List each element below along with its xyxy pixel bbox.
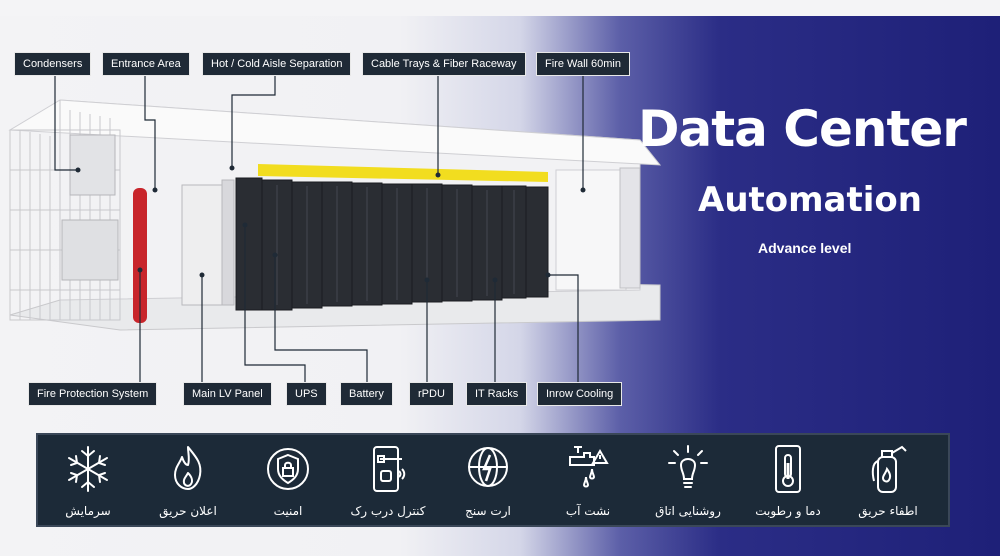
feature-earth-tester: ارت سنج	[438, 435, 538, 529]
label-cable-trays: Cable Trays & Fiber Raceway	[362, 52, 526, 76]
fire-alarm-icon	[174, 446, 202, 490]
feature-label-earth-tester: ارت سنج	[465, 504, 511, 518]
feature-security: امنیت	[238, 435, 338, 529]
hero-subtitle: Automation	[698, 180, 922, 220]
label-rpdu: rPDU	[409, 382, 454, 406]
label-entrance-area: Entrance Area	[102, 52, 190, 76]
hero-level: Advance level	[758, 240, 852, 256]
label-ups: UPS	[286, 382, 327, 406]
feature-temp-humidity: دما و رطوبت	[738, 435, 838, 529]
feature-rack-door: کنترل درب رک	[338, 435, 438, 529]
water-leak-icon	[569, 446, 609, 488]
feature-label-temp-humidity: دما و رطوبت	[755, 504, 821, 518]
label-battery: Battery	[340, 382, 393, 406]
snowflake-icon	[68, 446, 108, 492]
room-light-icon	[668, 445, 708, 488]
feature-label-water-leak: نشت آب	[565, 504, 611, 518]
label-it-racks: IT Racks	[466, 382, 528, 406]
door-lock-icon	[373, 446, 406, 492]
feature-fire-suppression: اطفاء حریق	[838, 435, 938, 529]
feature-water-leak: نشت آب	[538, 435, 638, 529]
feature-bar: سرمایش اعلان حریق امنیت	[36, 433, 950, 527]
label-aisle-separation: Hot / Cold Aisle Separation	[202, 52, 352, 76]
security-shield-icon	[267, 448, 309, 490]
label-fire-protection: Fire Protection System	[28, 382, 158, 406]
cable-tray	[258, 164, 548, 182]
feature-label-fire-suppression: اطفاء حریق	[858, 504, 918, 518]
data-center-container-illustration	[8, 74, 662, 383]
label-fire-wall: Fire Wall 60min	[536, 52, 630, 76]
feature-label-fire-alarm: اعلان حریق	[159, 504, 217, 518]
label-inrow-cooling: Inrow Cooling	[537, 382, 623, 406]
feature-label-security: امنیت	[273, 504, 303, 518]
feature-cooling: سرمایش	[38, 435, 138, 529]
earth-tester-icon	[468, 447, 508, 487]
feature-room-light: روشنایی اتاق	[638, 435, 738, 529]
label-main-lv-panel: Main LV Panel	[183, 382, 272, 406]
feature-label-rack-door: کنترل درب رک	[350, 504, 426, 518]
thermometer-icon	[775, 445, 801, 493]
hero-title: Data Center	[638, 100, 967, 158]
top-strip	[0, 0, 1000, 16]
feature-label-room-light: روشنایی اتاق	[655, 504, 721, 518]
fire-extinguisher-icon	[871, 445, 907, 493]
feature-fire-alarm: اعلان حریق	[138, 435, 238, 529]
label-condensers: Condensers	[14, 52, 92, 76]
fire-cylinder	[133, 188, 147, 323]
feature-label-cooling: سرمایش	[65, 504, 111, 518]
